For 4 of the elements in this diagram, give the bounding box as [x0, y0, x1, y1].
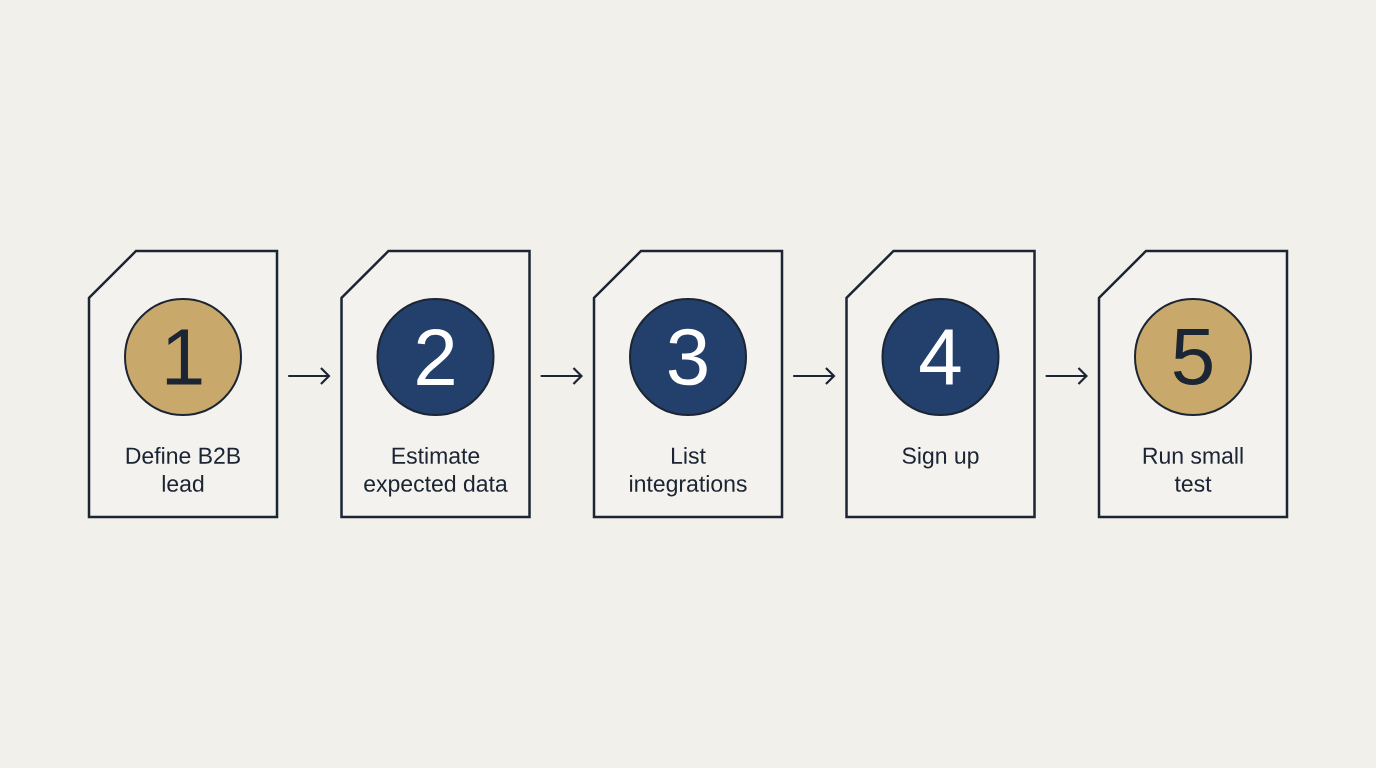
arrow	[792, 367, 836, 385]
arrow	[1045, 367, 1088, 385]
arrow	[287, 367, 331, 385]
arrow	[540, 367, 583, 385]
